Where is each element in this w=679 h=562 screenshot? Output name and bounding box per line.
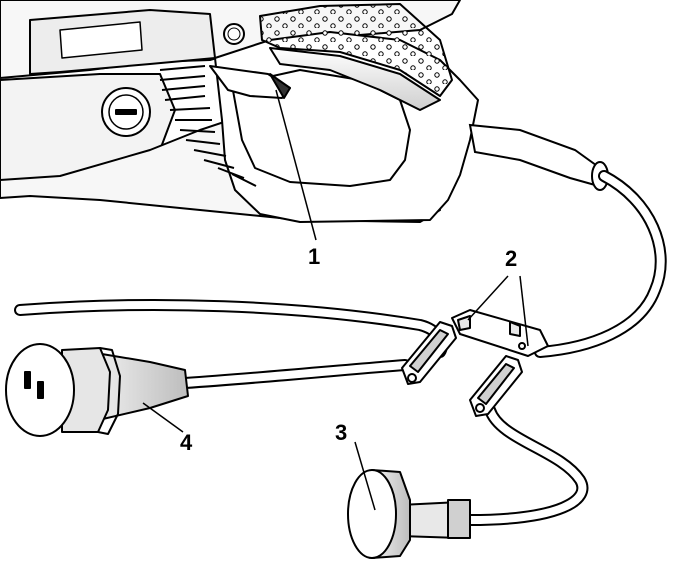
callout-3: 3 bbox=[335, 420, 348, 445]
cord-lock-clips bbox=[401, 309, 549, 417]
callout-2: 2 bbox=[505, 246, 518, 271]
plug-face bbox=[347, 469, 397, 559]
tool-cord bbox=[468, 123, 667, 358]
coupler-socket bbox=[5, 343, 189, 437]
callout-1: 1 bbox=[308, 244, 321, 269]
vent-slots bbox=[159, 65, 257, 187]
plug bbox=[347, 469, 471, 559]
callout-4: 4 bbox=[180, 430, 193, 455]
plug-cord bbox=[464, 404, 589, 526]
leader-lines bbox=[142, 89, 529, 511]
tool-body bbox=[0, 0, 479, 223]
trigger-switch bbox=[209, 65, 291, 99]
